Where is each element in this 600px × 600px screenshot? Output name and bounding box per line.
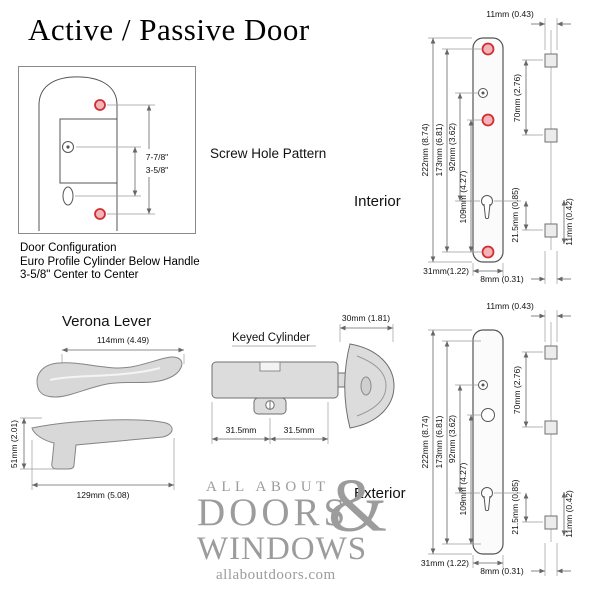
lower-span-dim-label: 109mm (4.27) (458, 170, 468, 223)
euro-keyway-slot (483, 203, 491, 219)
screw-span-dim-label: 173mm (6.81) (434, 123, 444, 176)
screw-hole-pattern-label: Screw Hole Pattern (210, 146, 327, 161)
lower-span-dim-label: 109mm (4.27) (458, 462, 468, 515)
tab-dim-label: 11mm (0.42) (564, 198, 574, 246)
spindle-dot (66, 145, 70, 149)
keyed-cylinder-label: Keyed Cylinder (232, 332, 310, 344)
note-line-1: Door Configuration (20, 242, 117, 254)
cylinder-cam-notch (259, 361, 281, 372)
lever-width-dim-label: 114mm (4.49) (97, 335, 149, 345)
note-line-2: Euro Profile Cylinder Below Handle (20, 255, 200, 268)
lever-height-dim-label: 51mm (2.01) (9, 420, 19, 468)
spindle-dot (481, 91, 485, 95)
verona-lever-diagram: 114mm (4.49) 129mm (5.08) 51mm (2.01) (9, 335, 185, 500)
verona-lever-title: Verona Lever (62, 313, 152, 330)
right-half-dim-label: 31.5mm (284, 425, 315, 435)
screw-hole-top (481, 42, 495, 56)
watermark-doors: DOORS (197, 491, 350, 534)
watermark-windows: WINDOWS (197, 531, 368, 567)
cyl-offset-dim-label: 21.5mm (0.85) (510, 479, 520, 534)
lever-hole (481, 408, 495, 422)
watermark-url: allaboutdoors.com (216, 567, 336, 583)
lever-side-view (31, 419, 173, 470)
tab-width-dim-label: 8mm (0.31) (480, 274, 524, 284)
upper-span-dim-label: 70mm (2.76) (512, 366, 522, 414)
screw-tab-top (544, 345, 558, 360)
plate-width-dim-label: 31mm (1.22) (421, 558, 469, 568)
thumbturn-arc-detail (356, 355, 387, 417)
screw-hole-pattern-diagram: 7-7/8" 3-5/8" (38, 76, 168, 231)
thumbturn-grip (360, 376, 372, 396)
cyl-offset-dim-label: 21.5mm (0.85) (510, 187, 520, 242)
plate-width-dim-label: 31mm(1.22) (423, 266, 469, 276)
lever-length-dim-label: 129mm (5.08) (77, 490, 130, 500)
total-height-dim-label: 222mm (8.74) (420, 415, 430, 468)
interior-label: Interior (354, 193, 401, 210)
page-title: Active / Passive Door (28, 12, 310, 47)
exterior-label: Exterior (354, 485, 406, 502)
door-configuration-note: Door Configuration Euro Profile Cylinder… (20, 242, 200, 283)
top-offset-dim-label: 11mm (0.43) (486, 9, 534, 19)
lever-top-view (36, 356, 183, 398)
dim-label-center: 3-5/8" (146, 165, 168, 175)
total-height-dim-label: 222mm (8.74) (420, 123, 430, 176)
screw-tab-bottom (544, 515, 558, 530)
spindle-dot (481, 383, 485, 387)
cylinder-oval-hole (62, 186, 74, 206)
tab-dim-label: 11mm (0.42) (564, 490, 574, 538)
dim-label-total: 7-7/8" (146, 152, 168, 162)
screw-tab-middle (544, 128, 558, 143)
watermark-ampersand: & (328, 464, 388, 548)
screw-tab-middle (544, 420, 558, 435)
note-line-3: 3-5/8" Center to Center (20, 269, 139, 281)
thumbturn-dim-label: 30mm (1.81) (342, 313, 390, 323)
screw-hole-bottom (481, 245, 495, 259)
screw-span-dim-label: 173mm (6.81) (434, 415, 444, 468)
keyed-cylinder-diagram: Keyed Cylinder 30mm (1.81) 31.5mm 31.5mm (211, 313, 395, 444)
screw-hole-top (94, 99, 106, 111)
screw-hole-middle (481, 113, 495, 127)
tab-width-dim-label: 8mm (0.31) (480, 566, 524, 576)
top-offset-dim-label: 11mm (0.43) (486, 301, 534, 311)
interior-backplate (472, 37, 504, 263)
screw-tab-top (544, 53, 558, 68)
screw-hole-bottom (94, 208, 106, 220)
screw-hole-pattern-panel: 7-7/8" 3-5/8" (18, 66, 196, 234)
euro-keyway-slot (483, 495, 491, 511)
watermark-logo: ALL ABOUT DOORS & WINDOWS allaboutdoors.… (192, 468, 398, 583)
handle-cyl-dim-label: 92mm (3.62) (447, 415, 457, 463)
screw-tab-bottom (544, 223, 558, 238)
exterior-backplate (472, 329, 504, 555)
watermark-all-about: ALL ABOUT (206, 479, 330, 495)
handle-cyl-dim-label: 92mm (3.62) (447, 123, 457, 171)
exterior-plate-diagram: Exterior 11mm (0.43) 222mm (8.74) 173mm … (354, 301, 574, 576)
upper-span-dim-label: 70mm (2.76) (512, 74, 522, 122)
left-half-dim-label: 31.5mm (226, 425, 257, 435)
interior-plate-diagram: Interior 11mm (0.43) 222mm (8.74) 173mm … (354, 9, 574, 284)
lever-highlight (49, 367, 161, 381)
